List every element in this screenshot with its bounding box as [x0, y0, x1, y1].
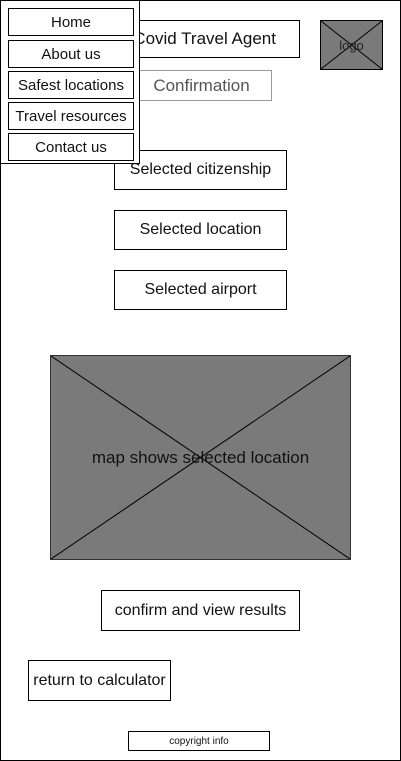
- nav-item-about-us[interactable]: About us: [8, 40, 134, 68]
- nav-item-travel-resources[interactable]: Travel resources: [8, 102, 134, 130]
- nav-item-home[interactable]: Home: [8, 8, 134, 36]
- return-to-calculator-button[interactable]: return to calculator: [28, 660, 171, 701]
- copyright-info: copyright info: [128, 731, 270, 751]
- site-title: Covid Travel Agent: [126, 20, 300, 58]
- confirm-results-button[interactable]: confirm and view results: [101, 590, 300, 631]
- nav-menu: Home About us Safest locations Travel re…: [0, 0, 140, 164]
- nav-item-safest-locations[interactable]: Safest locations: [8, 71, 134, 99]
- selected-citizenship-field: Selected citizenship: [114, 150, 287, 190]
- selected-airport-field: Selected airport: [114, 270, 287, 310]
- location-map[interactable]: map shows selected location: [50, 355, 351, 560]
- selected-location-field: Selected location: [114, 210, 287, 250]
- map-label: map shows selected location: [91, 447, 310, 467]
- logo-image: logo: [320, 20, 383, 70]
- nav-item-contact-us[interactable]: Contact us: [8, 133, 134, 161]
- logo-label: logo: [339, 37, 364, 53]
- page-title: Confirmation: [131, 70, 272, 101]
